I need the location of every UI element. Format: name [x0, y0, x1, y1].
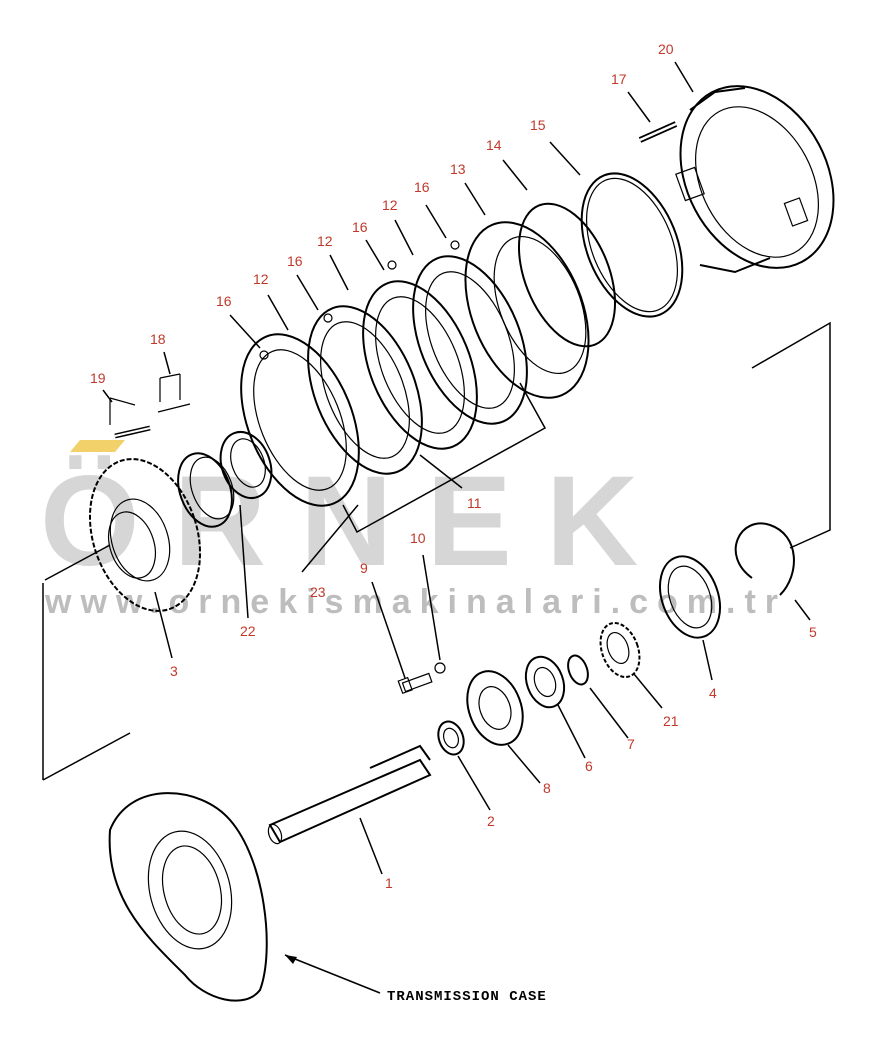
- hub-part-21: [599, 621, 641, 679]
- bearing-part-22: [177, 452, 235, 528]
- transmission-case: [108, 792, 268, 1002]
- callout-6: 6: [585, 758, 593, 774]
- callout-3: 3: [170, 663, 178, 679]
- seal-ring-part-15: [580, 172, 684, 318]
- leader-lines: [102, 61, 811, 994]
- callout-12-c: 12: [382, 197, 398, 213]
- callout-22: 22: [240, 623, 256, 639]
- watermark-url: www.ornekismakinalari.com.tr: [44, 583, 787, 621]
- snap-ring-part-7: [567, 654, 589, 686]
- callout-9: 9: [360, 560, 368, 576]
- callout-16-b: 16: [287, 253, 303, 269]
- washer-part-2: [437, 720, 465, 756]
- springs-part-16: [259, 240, 460, 360]
- watermark: ÖRNEK www.ornekismakinalari.com.tr: [40, 440, 787, 621]
- callout-15: 15: [530, 117, 546, 133]
- callout-21: 21: [663, 713, 679, 729]
- callout-13: 13: [450, 161, 466, 177]
- callout-2: 2: [487, 813, 495, 829]
- retainer-part-8: [466, 670, 524, 746]
- watermark-accent: [70, 440, 125, 452]
- pin-part-17: [638, 121, 678, 143]
- seal-ring-part-14: [517, 202, 617, 348]
- springs-part-18: [157, 373, 191, 413]
- callout-17: 17: [611, 71, 627, 87]
- callout-5: 5: [809, 624, 817, 640]
- callout-19: 19: [90, 370, 106, 386]
- callout-16-d: 16: [414, 179, 430, 195]
- bolt-part-9: [397, 672, 433, 695]
- seal-part-23: [219, 431, 273, 499]
- shaft-part-1: [267, 744, 432, 845]
- watermark-brand: ÖRNEK: [40, 450, 672, 593]
- callout-8: 8: [543, 780, 551, 796]
- callout-20: 20: [658, 41, 674, 57]
- callout-16-a: 16: [216, 293, 232, 309]
- callouts: 20 17 15 14 13 16 12 16 12 16 12 16 18 1…: [90, 41, 817, 891]
- snap-ring-part-5: [734, 522, 795, 596]
- housing-part-20: [675, 85, 835, 274]
- callout-1: 1: [385, 875, 393, 891]
- callout-18: 18: [150, 331, 166, 347]
- callout-23: 23: [310, 584, 326, 600]
- callout-11: 11: [467, 495, 482, 511]
- callout-14: 14: [486, 137, 502, 153]
- callout-16-c: 16: [352, 219, 368, 235]
- callout-4: 4: [709, 685, 717, 701]
- callout-12-a: 12: [253, 271, 269, 287]
- bearing-part-4: [659, 555, 721, 639]
- clutch-plate-stack: [240, 255, 528, 507]
- callout-10: 10: [410, 530, 426, 546]
- callout-12-b: 12: [317, 233, 333, 249]
- bearing-part-6: [524, 655, 566, 709]
- callout-7: 7: [627, 736, 635, 752]
- transmission-case-caption: TRANSMISSION CASE: [387, 989, 547, 1005]
- pins-part-19: [109, 397, 151, 439]
- washer-part-10: [434, 662, 446, 674]
